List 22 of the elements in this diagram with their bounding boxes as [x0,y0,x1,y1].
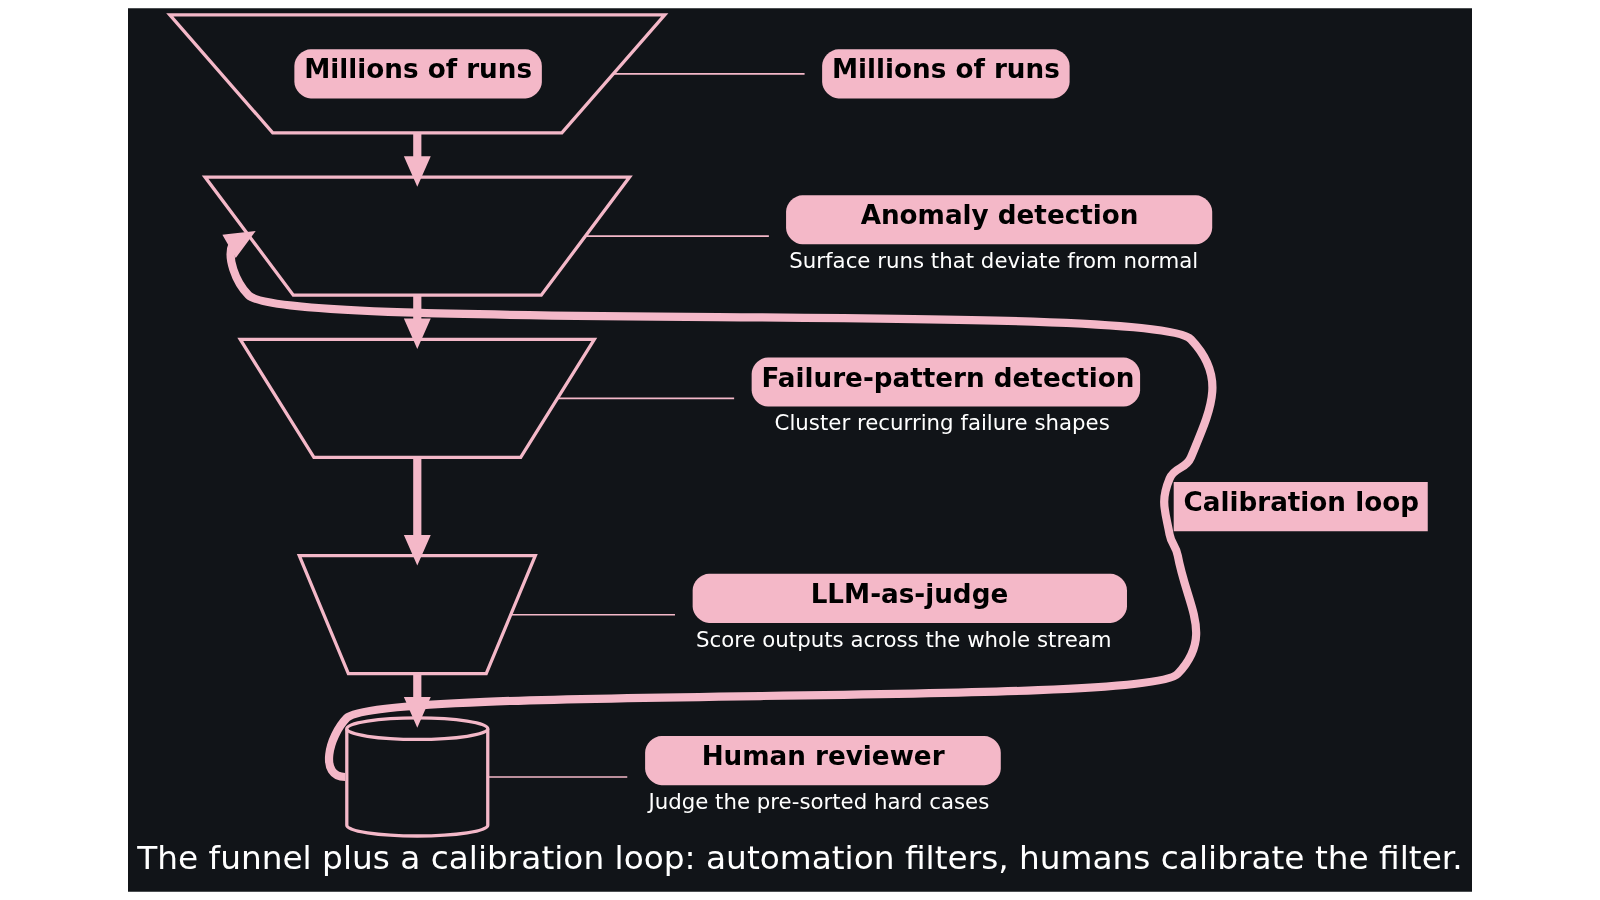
node-funnel [237,337,598,459]
connector [584,235,770,237]
node-funnel [201,175,633,297]
connector [487,776,629,778]
node-box: Human reviewer [645,736,1001,786]
node-label: Surface runs that deviate from normal [789,247,1199,273]
arrow [403,132,431,187]
node-funnel [296,554,538,676]
node-box: Millions of runs [822,49,1070,99]
connector [612,73,806,75]
caption: The funnel plus a calibration loop: automation filters, humans calibrate the filter. [137,838,1463,877]
node-box: Failure-pattern detection [751,357,1141,407]
node-label: Score outputs across the whole stream [695,626,1112,652]
arrow [403,457,431,566]
connector [557,397,735,400]
connector [510,613,676,616]
node-box: LLM-as-judge [692,573,1127,623]
arrow [403,295,431,350]
node-label: Cluster recurring failure shapes [774,410,1110,436]
node-box: Anomaly detection [786,195,1213,245]
node-label: Judge the pre-sorted hard cases [648,788,990,814]
edge-label: Calibration loop [1183,487,1419,518]
